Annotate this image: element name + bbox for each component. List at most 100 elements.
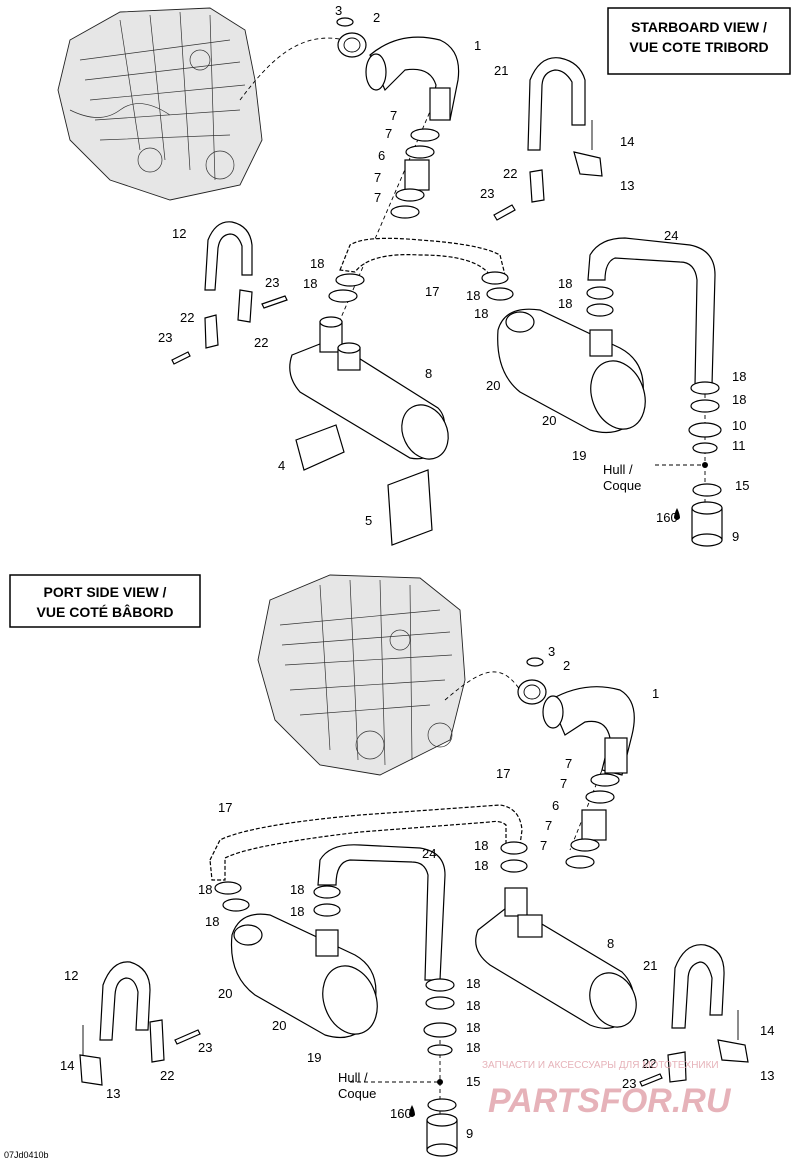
bracket-icon [171, 221, 288, 365]
callout: 8 [607, 936, 614, 951]
clamp-icon [517, 679, 547, 705]
bolt-icon [573, 120, 603, 177]
gasket-icon [336, 17, 354, 27]
callout: 14 [760, 1023, 774, 1038]
callout: 18 [310, 256, 324, 271]
callout: 19 [307, 1050, 321, 1065]
starboard-title-line2: VUE COTE TRIBORD [629, 39, 768, 55]
callout: 2 [563, 658, 570, 673]
callout: 7 [374, 190, 381, 205]
callout: 22 [254, 335, 268, 350]
hose-icon [209, 804, 523, 881]
sealant-drop-icon [674, 508, 680, 520]
clamp-icon [214, 841, 528, 917]
muffler-icon [289, 316, 449, 460]
port-title-line2: VUE COTÉ BÂBORD [37, 603, 174, 620]
callout: 13 [620, 178, 634, 193]
callout: 13 [760, 1068, 774, 1083]
outlet-fitting-icon [423, 978, 458, 1157]
callout: 18 [466, 976, 480, 991]
sealant-label: 160 [656, 510, 678, 525]
callout: 7 [545, 818, 552, 833]
callout: 18 [466, 1020, 480, 1035]
callout: 17 [218, 800, 232, 815]
muffler-icon [230, 913, 378, 1039]
exhaust-manifold-icon [365, 36, 460, 121]
port-title-box: PORT SIDE VIEW / VUE COTÉ BÂBORD [9, 574, 201, 628]
callout: 19 [572, 448, 586, 463]
callout: 18 [474, 306, 488, 321]
watermark-tagline: ЗАПЧАСТИ И АКСЕССУАРЫ ДЛЯ МОТОТЕХНИКИ [482, 1060, 719, 1071]
callout: 15 [466, 1074, 480, 1089]
callout: 23 [198, 1040, 212, 1055]
callout: 14 [620, 134, 634, 149]
callout: 23 [480, 186, 494, 201]
bracket-icon [79, 961, 201, 1086]
muffler-icon [475, 887, 637, 1029]
footer-code: 07Jd0410b [4, 1150, 49, 1160]
clamp-icon [337, 32, 367, 58]
callout: 13 [106, 1086, 120, 1101]
callout: 18 [474, 858, 488, 873]
callout: 18 [732, 392, 746, 407]
port-view: PORT SIDE VIEW / VUE COTÉ BÂBORD [4, 574, 774, 1160]
callout: 11 [732, 438, 746, 453]
starboard-title-line1: STARBOARD VIEW / [631, 19, 767, 35]
callout: 22 [180, 310, 194, 325]
callouts-bottom: 3 2 1 17 7 7 6 17 7 7 24 18 18 18 18 18 … [60, 644, 774, 1141]
clamp-icon [565, 773, 620, 869]
callout: 7 [560, 776, 567, 791]
callout: 18 [466, 998, 480, 1013]
callout: 15 [735, 478, 749, 493]
engine-illustration [257, 574, 466, 776]
callout: 7 [390, 108, 397, 123]
bracket-icon [493, 169, 545, 221]
callout: 17 [496, 766, 510, 781]
callout: 18 [474, 838, 488, 853]
sealant-label: 160 [390, 1106, 412, 1121]
callout: 9 [466, 1126, 473, 1141]
callout: 18 [558, 296, 572, 311]
callout: 22 [642, 1056, 656, 1071]
callout: 20 [486, 378, 500, 393]
callout: 3 [335, 3, 342, 18]
callout: 7 [385, 126, 392, 141]
callout: 23 [622, 1076, 636, 1091]
muffler-icon [497, 308, 646, 434]
callout: 10 [732, 418, 746, 433]
callout: 18 [466, 288, 480, 303]
callout: 7 [540, 838, 547, 853]
callout: 20 [542, 413, 556, 428]
callout: 18 [303, 276, 317, 291]
callout: 18 [732, 369, 746, 384]
engine-illustration [57, 7, 263, 201]
watermark-brand: PARTSFOR.RU [488, 1082, 732, 1120]
callout: 20 [272, 1018, 286, 1033]
callout: 7 [565, 756, 572, 771]
callout: 20 [218, 986, 232, 1001]
hull-label: Hull / [338, 1070, 368, 1085]
callout: 18 [205, 914, 219, 929]
callout: 7 [374, 170, 381, 185]
callout: 4 [278, 458, 285, 473]
callout: 2 [373, 10, 380, 25]
callout: 21 [494, 63, 508, 78]
callout: 24 [422, 846, 436, 861]
hull-label: Coque [603, 478, 641, 493]
hull-label: Coque [338, 1086, 376, 1101]
callout: 18 [466, 1040, 480, 1055]
callout: 8 [425, 366, 432, 381]
callout: 12 [64, 968, 78, 983]
watermark: ЗАПЧАСТИ И АКСЕССУАРЫ ДЛЯ МОТОТЕХНИКИ PA… [482, 1060, 732, 1120]
callout: 18 [290, 882, 304, 897]
exhaust-manifold-icon [542, 686, 635, 776]
callout: 18 [198, 882, 212, 897]
port-title-line1: PORT SIDE VIEW / [44, 584, 167, 600]
hose-icon [339, 237, 506, 276]
bracket-icon [639, 944, 749, 1087]
callout: 1 [474, 38, 481, 53]
starboard-view: STARBOARD VIEW / VUE COTE TRIBORD [57, 3, 791, 547]
callout: 1 [652, 686, 659, 701]
callout: 5 [365, 513, 372, 528]
callout: 23 [265, 275, 279, 290]
